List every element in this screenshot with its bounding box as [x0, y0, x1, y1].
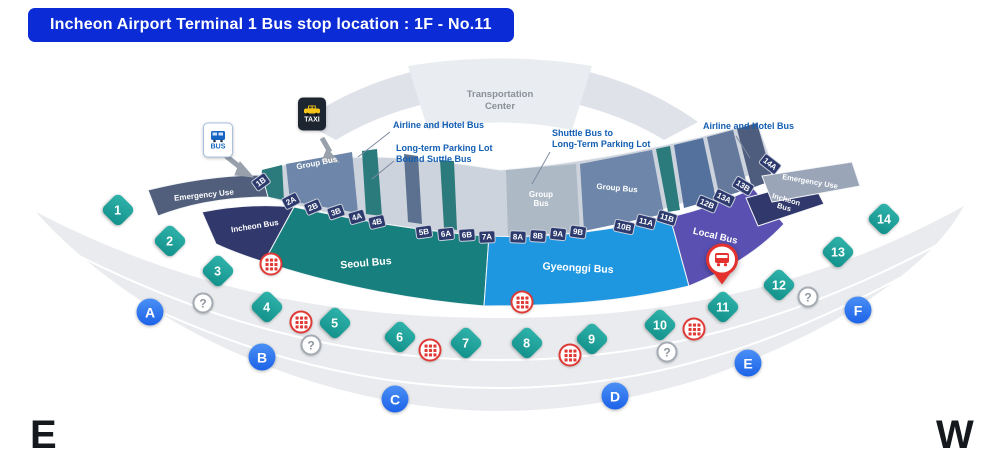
- upper-stripe-teal-2: [362, 149, 382, 216]
- upper-stripe-slate-1: [404, 154, 422, 224]
- compass-west: W: [936, 413, 974, 457]
- upper-stripe-teal-4: [656, 146, 680, 212]
- gate-label-6A: 6A: [436, 226, 456, 242]
- bus-stop-number: 3: [214, 263, 222, 278]
- card-grid-icon: [688, 323, 700, 335]
- help-icon[interactable]: ?: [656, 341, 678, 363]
- bus-badge-label: BUS: [210, 143, 226, 150]
- bus-stop-number: 9: [588, 331, 596, 346]
- gate-label-9B: 9B: [568, 224, 588, 240]
- bus-stop-number: 12: [772, 278, 786, 292]
- taxi-badge-label: TAXI: [304, 116, 320, 123]
- leader-longterm: [371, 160, 395, 180]
- gate-label-8A: 8A: [509, 230, 527, 244]
- bus-icon: [211, 130, 225, 142]
- annotation-line: Long-term Parking Lot: [396, 143, 493, 153]
- bus-stop-number: 11: [716, 300, 730, 314]
- compass-east: E: [30, 413, 57, 457]
- leader-airline-right: [735, 135, 751, 159]
- taxi-access-arrow: [319, 136, 341, 163]
- gate-label-8B: 8B: [529, 228, 547, 244]
- leader-shuttle: [531, 151, 551, 185]
- card-grid-icon: [564, 349, 576, 361]
- current-stop-pin[interactable]: [706, 243, 738, 285]
- taxi-icon: [304, 105, 320, 115]
- annotation-line: Long-Term Parking Lot: [552, 139, 651, 150]
- bus-stop-number: 13: [831, 245, 845, 259]
- section-label-group-mid: Group Bus: [529, 190, 553, 208]
- pin-bus-icon: [706, 243, 738, 276]
- gate-label-9A: 9A: [548, 226, 568, 242]
- transport-card-icon[interactable]: [259, 252, 283, 276]
- card-grid-icon: [516, 296, 528, 308]
- taxi-access-badge[interactable]: TAXI: [298, 97, 326, 131]
- bus-stop-number: 8: [523, 335, 531, 350]
- transport-card-icon[interactable]: [289, 310, 313, 334]
- card-grid-icon: [295, 316, 307, 328]
- group-bus-mid-segment: [506, 164, 580, 237]
- transport-card-icon[interactable]: [558, 343, 582, 367]
- help-icon[interactable]: ?: [797, 286, 819, 308]
- upper-stripe-slate-2: [737, 123, 773, 188]
- transportation-center-label: Transportation Center: [467, 89, 534, 113]
- group-bus-left-segment: [286, 152, 358, 213]
- zone-circle-B[interactable]: B: [248, 343, 276, 371]
- bus-stop-number: 7: [462, 335, 470, 350]
- tc-label-line2: Center: [484, 101, 516, 112]
- annotation-longterm-parking: Long-term Parking Lot Bound Suttle Bus: [396, 143, 493, 166]
- pin-pointer: [714, 273, 730, 285]
- bus-stop-number: 14: [877, 212, 891, 226]
- gate-label-5B: 5B: [414, 224, 434, 240]
- annotation-line: Shuttle Bus to: [552, 128, 613, 138]
- zone-circle-E[interactable]: E: [734, 349, 762, 377]
- page-title: Incheon Airport Terminal 1 Bus stop loca…: [28, 8, 514, 42]
- help-icon[interactable]: ?: [300, 334, 322, 356]
- leader-airline-left: [357, 131, 391, 158]
- annotation-airline-hotel-left: Airline and Hotel Bus: [393, 120, 484, 131]
- group-bus-right-segment: [580, 150, 664, 231]
- upper-stripe-teal-3: [440, 160, 457, 230]
- annotation-line: Airline and Hotel Bus: [703, 121, 795, 131]
- zone-circle-C[interactable]: C: [381, 385, 409, 413]
- tc-center-hall: [408, 58, 592, 130]
- zone-circle-D[interactable]: D: [601, 382, 629, 410]
- bus-stop-number: 1: [114, 202, 122, 217]
- bus-stop-number: 10: [653, 318, 667, 332]
- bus-stop-number: 4: [263, 299, 271, 314]
- bus-stop-number: 5: [331, 315, 339, 330]
- road-lane-line-2: [67, 257, 937, 390]
- annotation-line: Bound Suttle Bus: [396, 154, 472, 165]
- transport-card-icon[interactable]: [418, 338, 442, 362]
- card-grid-icon: [265, 258, 277, 270]
- bus-access-badge[interactable]: BUS: [203, 122, 233, 158]
- zone-circle-F[interactable]: F: [844, 296, 872, 324]
- transport-card-icon[interactable]: [510, 290, 534, 314]
- emergency-right-segment: [761, 161, 861, 203]
- gate-label-6B: 6B: [458, 227, 476, 243]
- bus-access-arrow: [224, 154, 255, 178]
- annotation-line: Airline and Hotel Bus: [393, 120, 485, 130]
- bus-stop-number: 6: [396, 329, 404, 344]
- bus-stop-number: 2: [166, 233, 174, 248]
- transport-card-icon[interactable]: [682, 317, 706, 341]
- annotation-airline-hotel-right: Airline and Hotel Bus: [703, 121, 794, 132]
- emergency-left-segment: [147, 174, 269, 217]
- annotation-shuttle-longterm: Shuttle Bus to Long-Term Parking Lot: [552, 128, 650, 151]
- gate-label-7A: 7A: [478, 230, 496, 244]
- upper-stripe-steel-1: [674, 138, 716, 208]
- tc-label-line1: Transportation: [466, 89, 534, 101]
- zone-circle-A[interactable]: A: [136, 298, 164, 326]
- help-icon[interactable]: ?: [192, 292, 214, 314]
- card-grid-icon: [424, 344, 436, 356]
